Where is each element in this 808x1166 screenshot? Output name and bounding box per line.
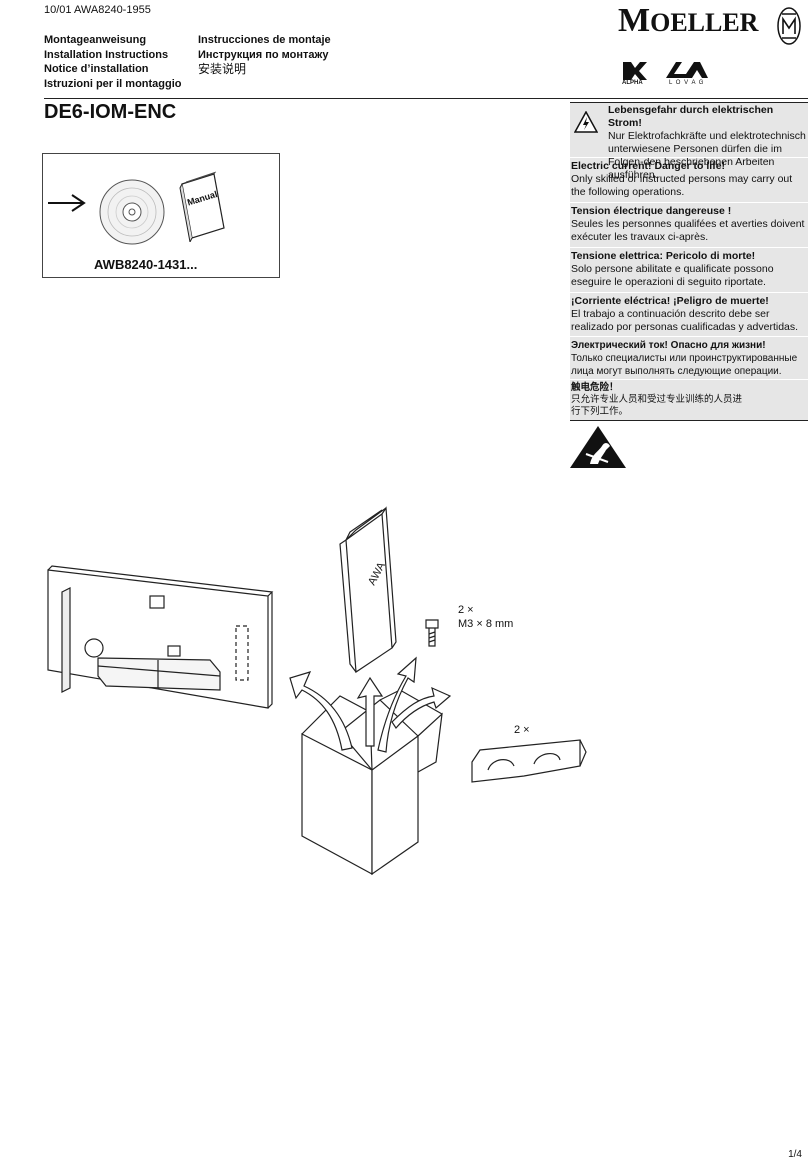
- language-title: Notice d’installation: [44, 63, 149, 75]
- warning-body: Seules les personnes qualifées et averti…: [571, 218, 805, 243]
- warning-body: Solo persone abilitate e qualificate pos…: [571, 263, 774, 288]
- documentation-reference: AWB8240-1431...: [94, 257, 198, 272]
- brand-logo-rest: OELLER: [650, 8, 759, 37]
- awa-booklet: [345, 512, 393, 674]
- arrow-right-icon: [48, 194, 86, 212]
- warning-heading: Электрический ток! Опасно для жизни!: [571, 340, 766, 351]
- warning-block-en: Electric current! Danger to life! Only s…: [571, 160, 807, 199]
- screw-spec: M3 × 8 mm: [458, 618, 514, 630]
- warning-block-it: Tensione elettrica: Pericolo di morte! S…: [571, 250, 807, 289]
- lovag-logo-text: L O V A G: [669, 80, 705, 86]
- language-title: 安装说明: [198, 62, 247, 76]
- manual-book-icon: [179, 171, 225, 242]
- alpha-logo-text: ALPHA: [622, 80, 643, 86]
- header-rule: [44, 98, 808, 99]
- warning-separator: [570, 292, 808, 293]
- warning-heading: ¡Corriente eléctrica! ¡Peligro de muerte…: [571, 295, 769, 307]
- cd-icon: [99, 179, 165, 245]
- warning-heading: Tensione elettrica: Pericolo di morte!: [571, 250, 756, 262]
- safety-warning-panel: Lebensgefahr durch elektrischen Strom! N…: [570, 102, 808, 421]
- warning-body: Nur Elektrofachkräfte und elektrotechnis…: [608, 130, 806, 181]
- lovag-logo-icon: [666, 62, 708, 78]
- unpack-arrow: [356, 676, 384, 747]
- warning-body: 只允许专业人员和受过专业训练的人员进行下列工作。: [571, 394, 743, 417]
- warning-heading: Lebensgefahr durch elektrischen Strom!: [608, 104, 774, 129]
- product-title: DE6-IOM-ENC: [44, 101, 177, 123]
- language-title: Instrucciones de montaje: [198, 34, 331, 46]
- warning-triangle-icon: [574, 111, 598, 133]
- warning-body: El trabajo a continuación descrito debe …: [571, 308, 799, 333]
- language-list-left: Montageanweisung Installation Instructio…: [44, 33, 182, 91]
- brand-logo: MOELLER: [618, 2, 758, 40]
- unpacking-illustration: AWA: [47, 506, 587, 876]
- language-list-right: Instrucciones de montaje Инструкция по м…: [198, 33, 331, 77]
- unpack-arrow: [289, 671, 353, 751]
- warning-body: Только специалисты или проинструктирован…: [571, 353, 798, 377]
- warning-block-cn: 触电危险！ 只允许专业人员和受过专业训练的人员进行下列工作。: [571, 382, 751, 418]
- page-number: 1/4: [788, 1149, 802, 1160]
- alpha-logo-icon: [623, 62, 647, 80]
- language-title: Инструкция по монтажу: [198, 48, 329, 61]
- warning-block-de: Lebensgefahr durch elektrischen Strom! N…: [608, 104, 808, 182]
- moeller-emblem-icon: [777, 7, 801, 45]
- language-title: Montageanweisung: [44, 34, 147, 46]
- warning-separator: [570, 157, 808, 158]
- warning-heading: Tension électrique dangereuse !: [571, 205, 732, 217]
- documentation-box: [42, 153, 280, 278]
- warning-block-fr: Tension électrique dangereuse ! Seules l…: [571, 205, 807, 244]
- warning-body: Only skilled or instructed persons may c…: [571, 173, 793, 198]
- warning-heading: 触电危险！: [571, 382, 619, 393]
- warning-separator: [570, 379, 808, 380]
- esd-warning-icon: [570, 426, 626, 468]
- cable-clamp: [471, 739, 581, 783]
- document-reference: 10/01 AWA8240-1955: [44, 4, 151, 16]
- unpack-arrow: [377, 656, 417, 753]
- unpack-arrow: [391, 686, 452, 729]
- screw-quantity: 2 ×: [458, 604, 474, 616]
- cardboard-box: [301, 733, 373, 876]
- language-title: Installation Instructions: [44, 48, 169, 61]
- warning-separator: [570, 336, 808, 337]
- clamp-quantity: 2 ×: [514, 724, 530, 736]
- warning-separator: [570, 247, 808, 248]
- language-title: Istruzioni per il montaggio: [44, 77, 182, 90]
- warning-block-ru: Электрический ток! Опасно для жизни! Тол…: [571, 339, 807, 378]
- brand-logo-first: M: [618, 2, 651, 39]
- warning-block-es: ¡Corriente eléctrica! ¡Peligro de muerte…: [571, 295, 807, 334]
- warning-separator: [570, 202, 808, 203]
- warning-heading: Electric current! Danger to life!: [571, 160, 726, 172]
